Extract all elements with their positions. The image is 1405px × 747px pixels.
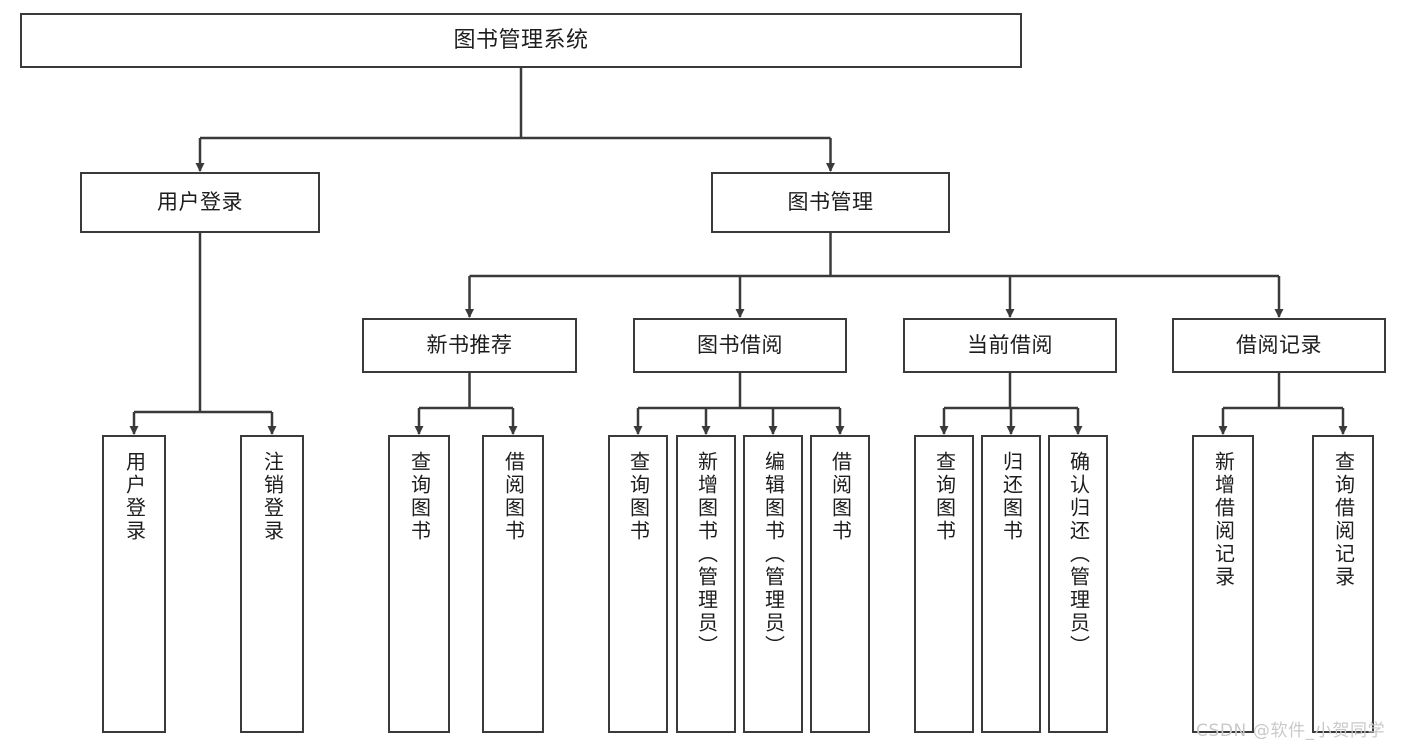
node-label: 编辑图书（管理员）: [761, 451, 786, 658]
node-label: 当前借阅: [967, 333, 1053, 358]
node-label: 新书推荐: [426, 333, 513, 358]
node-label: 查询图书: [932, 451, 957, 543]
node-label: 新增借阅记录: [1211, 451, 1236, 589]
edge-group: [129, 68, 1348, 435]
node-leaf-query-book-3[interactable]: 查询图书: [914, 435, 974, 733]
node-label: 借阅图书: [501, 451, 526, 543]
node-label: 借阅图书: [828, 451, 853, 543]
node-leaf-add-book[interactable]: 新增图书（管理员）: [676, 435, 736, 733]
node-leaf-query-book-1[interactable]: 查询图书: [388, 435, 450, 733]
node-label: 图书借阅: [697, 333, 783, 358]
node-leaf-return-book[interactable]: 归还图书: [981, 435, 1041, 733]
node-label: 借阅记录: [1236, 333, 1322, 358]
node-leaf-add-record[interactable]: 新增借阅记录: [1192, 435, 1254, 733]
node-label: 确认归还（管理员）: [1066, 451, 1091, 658]
node-leaf-query-book-2[interactable]: 查询图书: [608, 435, 668, 733]
node-label: 归还图书: [999, 451, 1024, 543]
node-new-book-rec[interactable]: 新书推荐: [362, 318, 577, 373]
node-book-manage[interactable]: 图书管理: [711, 172, 950, 233]
node-leaf-user-login[interactable]: 用户登录: [102, 435, 166, 733]
node-borrow-record[interactable]: 借阅记录: [1172, 318, 1386, 373]
node-root[interactable]: 图书管理系统: [20, 13, 1022, 68]
node-label: 用户登录: [122, 451, 147, 543]
node-label: 查询借阅记录: [1331, 451, 1356, 589]
node-leaf-edit-book[interactable]: 编辑图书（管理员）: [743, 435, 803, 733]
node-leaf-query-record[interactable]: 查询借阅记录: [1312, 435, 1374, 733]
node-book-borrow[interactable]: 图书借阅: [633, 318, 847, 373]
node-current-borrow[interactable]: 当前借阅: [903, 318, 1117, 373]
node-label: 查询图书: [626, 451, 651, 543]
node-leaf-borrow-book-1[interactable]: 借阅图书: [482, 435, 544, 733]
node-label: 图书管理: [787, 190, 874, 215]
node-label: 注销登录: [260, 451, 285, 543]
node-label: 查询图书: [407, 451, 432, 543]
node-label: 图书管理系统: [453, 27, 589, 53]
node-label: 新增图书（管理员）: [694, 451, 719, 658]
watermark: CSDN @软件_小贺同学: [1196, 721, 1386, 741]
node-user-login[interactable]: 用户登录: [80, 172, 320, 233]
node-label: 用户登录: [157, 190, 243, 215]
node-leaf-borrow-book-2[interactable]: 借阅图书: [810, 435, 870, 733]
node-leaf-user-logout[interactable]: 注销登录: [240, 435, 304, 733]
node-leaf-confirm-return[interactable]: 确认归还（管理员）: [1048, 435, 1108, 733]
